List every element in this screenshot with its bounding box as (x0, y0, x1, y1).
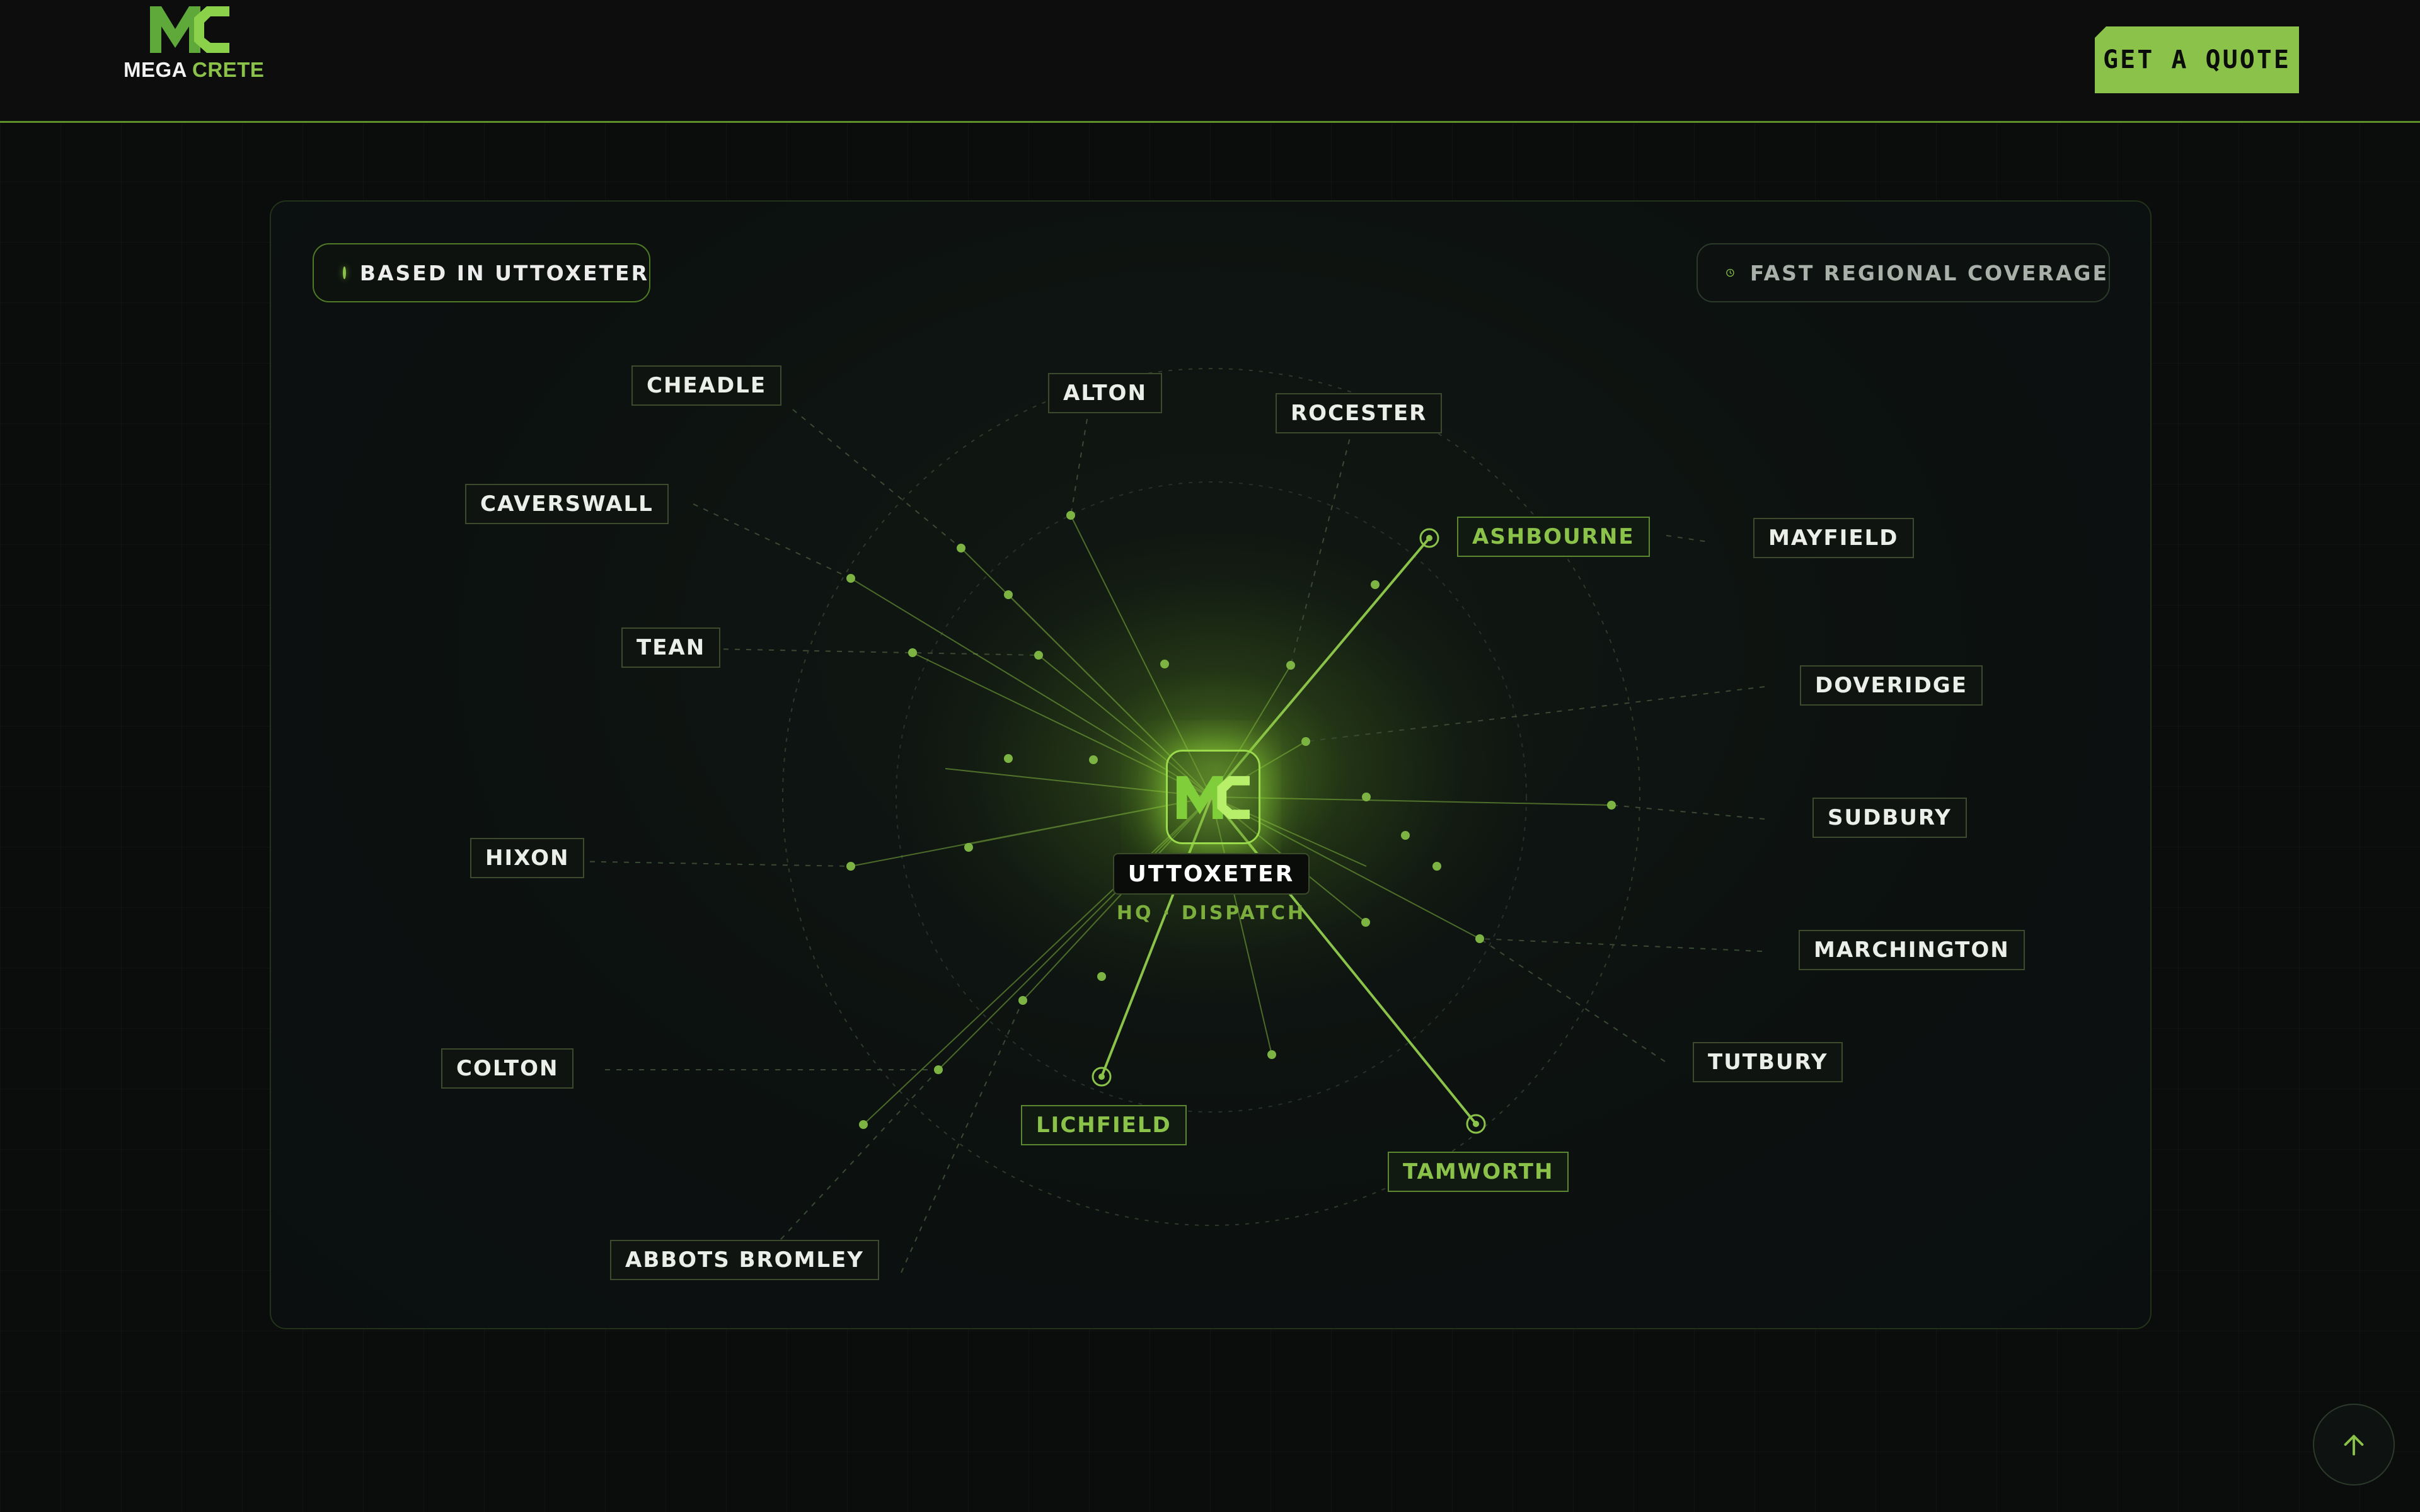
clock-icon (1726, 268, 1734, 277)
coverage-badge: FAST REGIONAL COVERAGE (1697, 243, 2110, 302)
logo-wordmark-mega: MEGA (124, 58, 187, 81)
hq-logo-icon (1177, 776, 1250, 819)
hq-name-label: UTTOXETER (1113, 853, 1310, 895)
town-tamworth[interactable]: TAMWORTH (1388, 1152, 1569, 1192)
hq-glow (901, 529, 1531, 1008)
based-in-label: BASED IN UTTOXETER (359, 260, 649, 285)
town-doveridge[interactable]: DOVERIDGE (1800, 665, 1983, 706)
status-dot-icon (343, 266, 346, 279)
logo-wordmark-crete: CRETE (192, 58, 265, 81)
town-caverswall[interactable]: CAVERSWALL (465, 484, 669, 524)
mega-crete-logo-icon (150, 6, 229, 53)
arrow-up-icon (2344, 1435, 2364, 1456)
based-in-badge: BASED IN UTTOXETER (313, 243, 650, 302)
town-tutbury[interactable]: TUTBURY (1693, 1042, 1843, 1082)
town-abbots-bromley[interactable]: ABBOTS BROMLEY (610, 1240, 879, 1280)
town-colton[interactable]: COLTON (441, 1048, 574, 1089)
get-a-quote-button[interactable]: GET A QUOTE (2095, 26, 2299, 93)
hq-badge[interactable] (1166, 750, 1260, 844)
coverage-label: FAST REGIONAL COVERAGE (1749, 260, 2109, 285)
coverage-map-panel: BASED IN UTTOXETER FAST REGIONAL COVERAG… (270, 200, 2152, 1329)
town-ashbourne[interactable]: ASHBOURNE (1457, 517, 1650, 557)
hq-subtitle: HQ · DISPATCH (1116, 902, 1306, 924)
town-cheadle[interactable]: CHEADLE (631, 365, 782, 406)
town-sudbury[interactable]: SUDBURY (1812, 798, 1967, 838)
town-lichfield[interactable]: LICHFIELD (1021, 1105, 1187, 1145)
town-tean[interactable]: TEAN (621, 627, 721, 668)
town-mayfield[interactable]: MAYFIELD (1753, 518, 1914, 558)
town-rocester[interactable]: ROCESTER (1276, 393, 1443, 433)
town-hixon[interactable]: HIXON (470, 838, 585, 878)
scroll-to-top-button[interactable] (2313, 1404, 2395, 1486)
town-alton[interactable]: ALTON (1048, 373, 1162, 413)
town-marchington[interactable]: MARCHINGTON (1799, 930, 2025, 970)
